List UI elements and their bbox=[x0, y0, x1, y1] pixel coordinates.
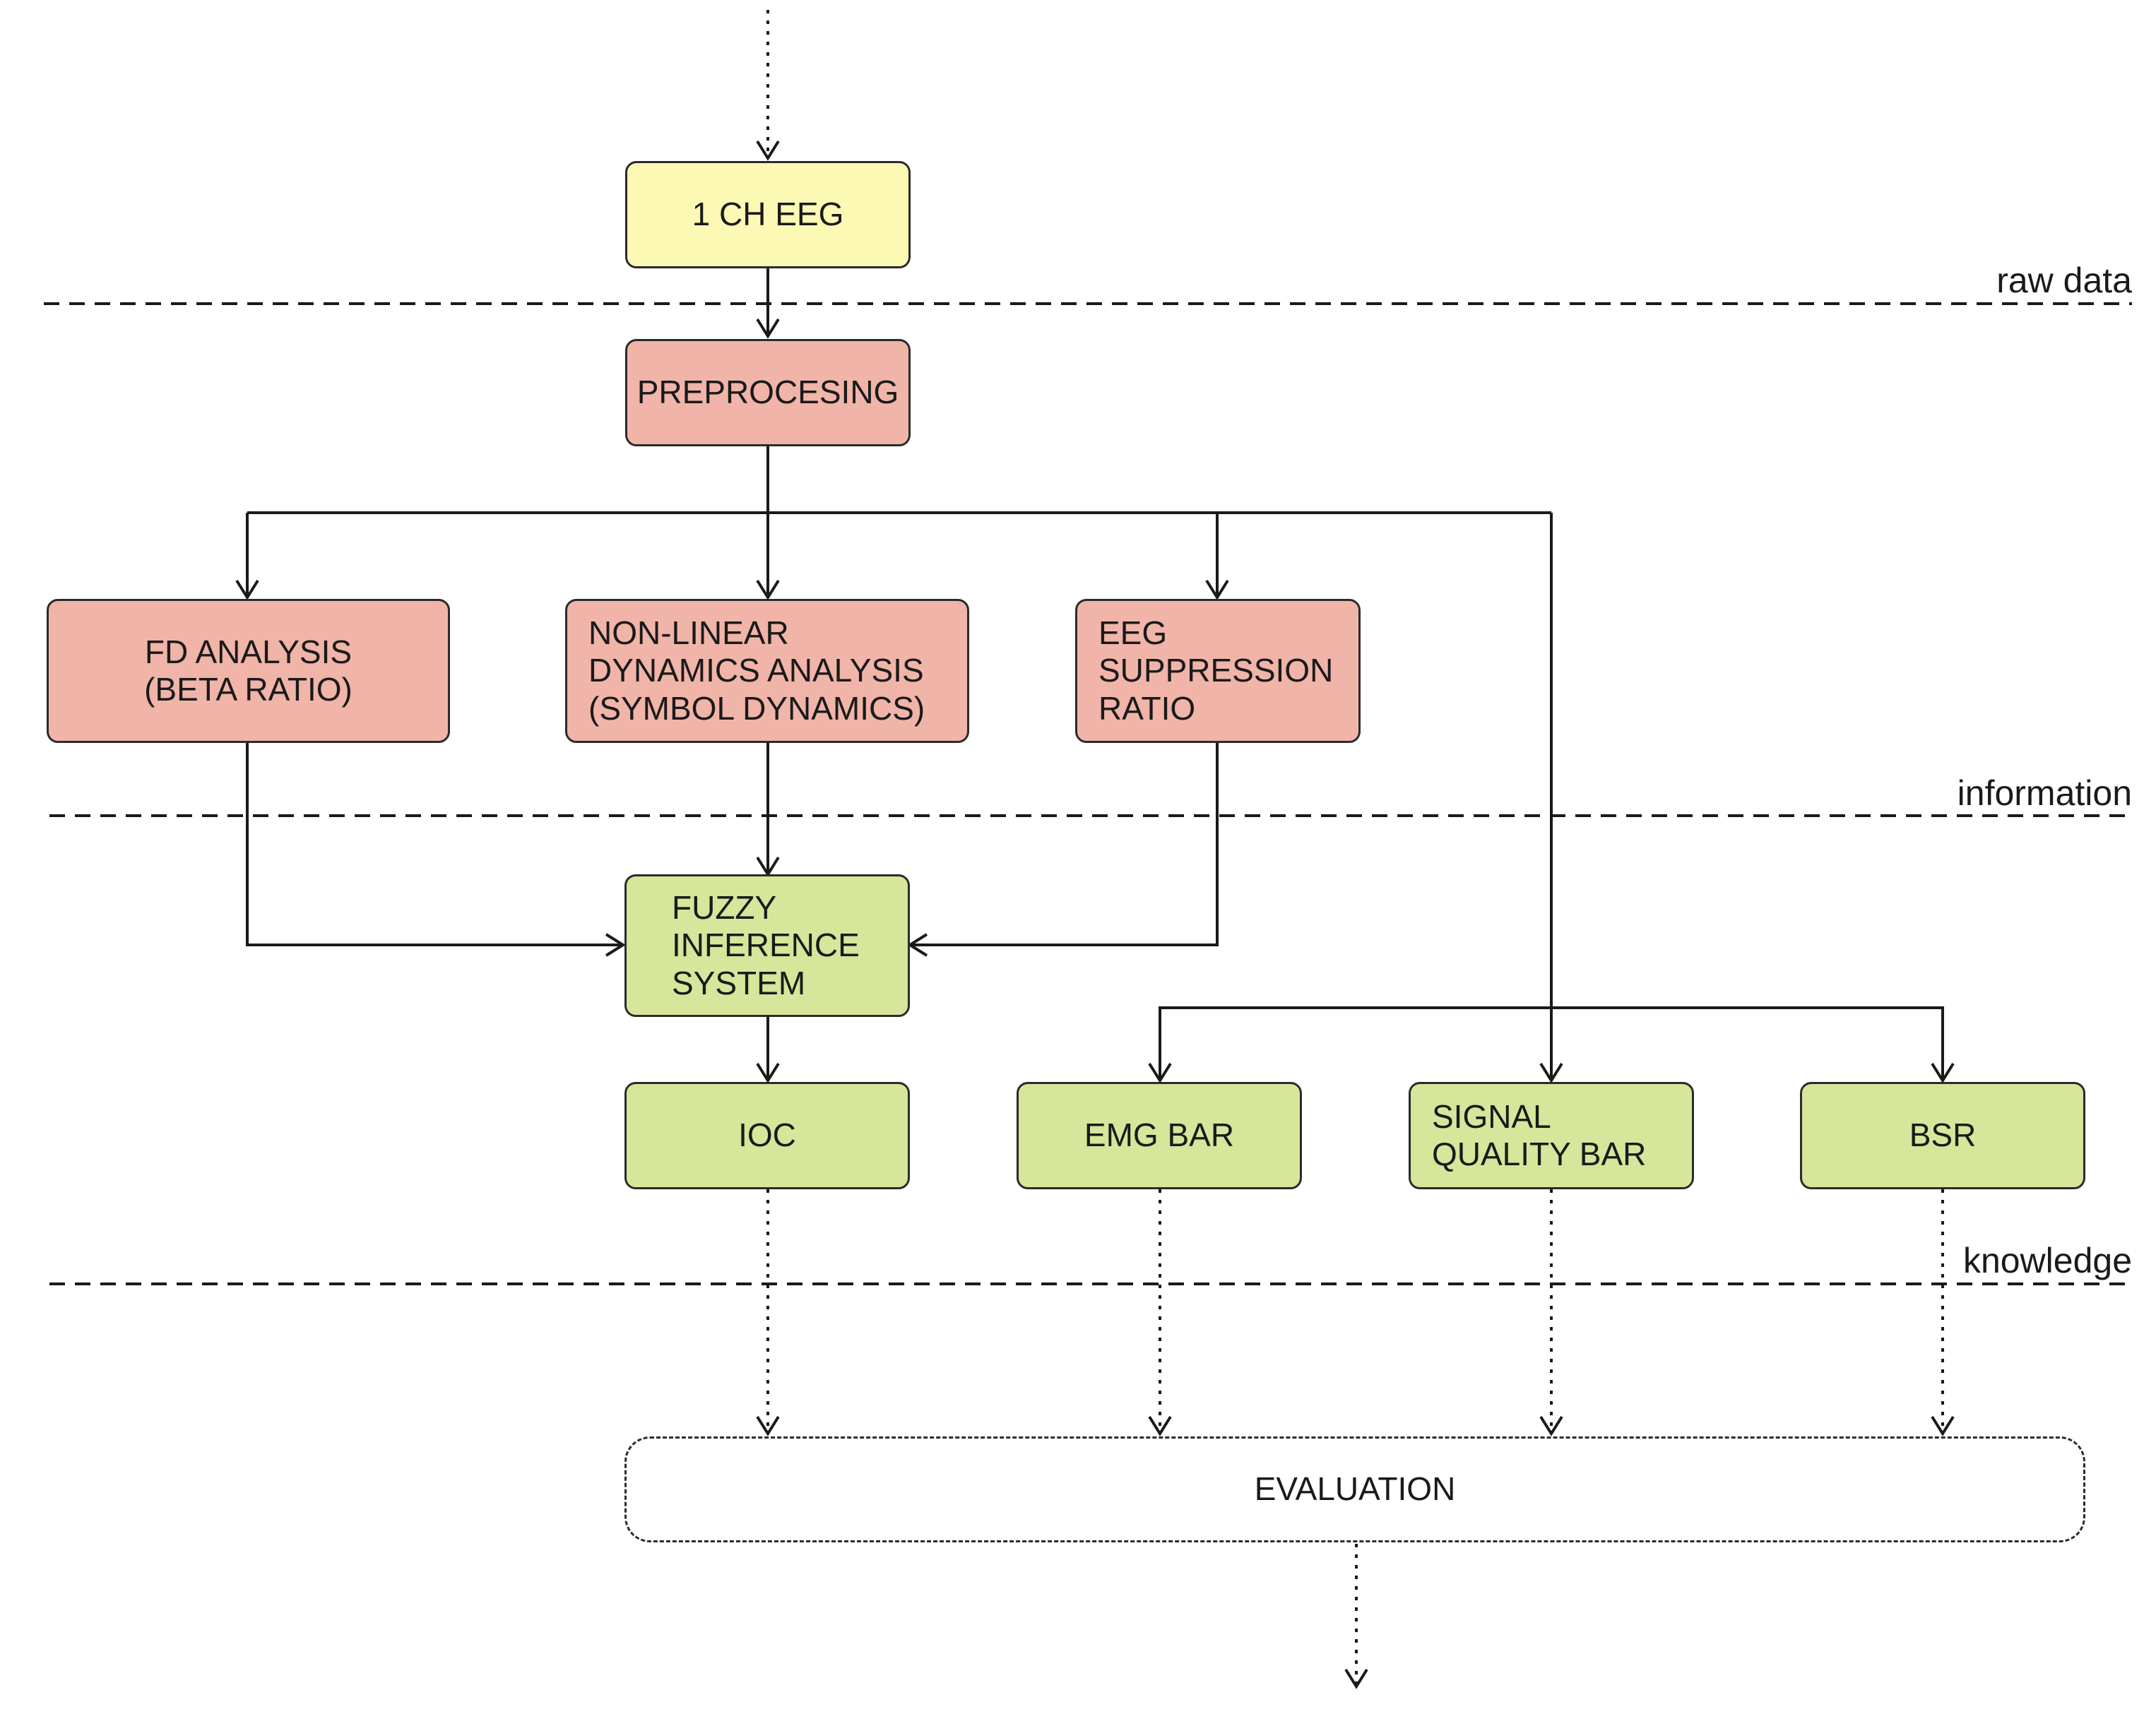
arrowhead-fuzzy-right bbox=[907, 933, 928, 957]
node-fuzzy-inference-system: FUZZY INFERENCE SYSTEM bbox=[624, 874, 910, 1017]
arrowhead-nonlinear bbox=[756, 579, 780, 600]
arrowhead-emg bbox=[1148, 1062, 1172, 1083]
node-evaluation: EVALUATION bbox=[624, 1436, 2085, 1542]
node-eeg-suppression-ratio: EEG SUPPRESSION RATIO bbox=[1075, 599, 1361, 743]
arrowhead-ioc bbox=[756, 1062, 780, 1083]
arrowhead-preprocessing bbox=[756, 318, 780, 339]
node-fd-analysis: FD ANALYSIS (BETA RATIO) bbox=[47, 599, 450, 743]
arrowhead-output bbox=[1344, 1668, 1368, 1689]
node-bsr: BSR bbox=[1800, 1082, 2085, 1189]
arrowhead-eval-signal-quality bbox=[1539, 1415, 1563, 1436]
arrowhead-signal-quality bbox=[1539, 1062, 1563, 1083]
arrowhead-eval-ioc bbox=[756, 1415, 780, 1436]
layer-label-information: information bbox=[1957, 773, 2132, 813]
node-preprocessing: PREPROCESING bbox=[625, 339, 911, 446]
node-signal-quality-bar: SIGNAL QUALITY BAR bbox=[1409, 1082, 1694, 1189]
arrowhead-input bbox=[756, 140, 780, 161]
arrowhead-eval-emg bbox=[1148, 1415, 1172, 1436]
arrowhead-suppression bbox=[1205, 579, 1229, 600]
layer-label-knowledge: knowledge bbox=[1962, 1241, 2132, 1280]
node-nonlinear-dynamics: NON-LINEAR DYNAMICS ANALYSIS (SYMBOL DYN… bbox=[565, 599, 969, 743]
arrowhead-eval-bsr bbox=[1931, 1415, 1955, 1436]
connector-fd-fuzzy bbox=[246, 743, 622, 946]
arrowhead-fd bbox=[235, 579, 259, 600]
node-ioc: IOC bbox=[624, 1082, 910, 1189]
connector-suppression-fuzzy bbox=[911, 743, 1219, 946]
connector-emg-bsr-bus bbox=[1159, 1006, 1944, 1079]
arrowhead-fuzzy-left bbox=[605, 933, 626, 957]
layer-label-raw-data: raw data bbox=[1996, 261, 2132, 300]
node-1ch-eeg: 1 CH EEG bbox=[625, 161, 911, 268]
node-emg-bar: EMG BAR bbox=[1017, 1082, 1302, 1189]
arrowhead-bsr bbox=[1931, 1062, 1955, 1083]
